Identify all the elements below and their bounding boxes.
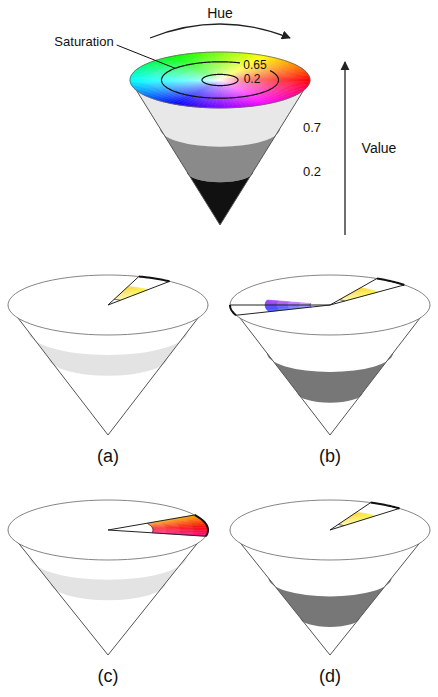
hue-wedge [299,303,310,304]
wedge-outline [108,276,170,305]
panel-label: (c) [98,666,119,687]
hue-range-rim [377,279,404,285]
hsv-cone [130,52,310,225]
panel-label: (b) [319,446,341,467]
hue-wedge [288,302,299,303]
hue-wedge [266,301,278,303]
hsv-cone [8,275,208,435]
cone-group [8,52,430,655]
hue-wedge [265,302,277,303]
value-tick: 0.7 [303,121,321,136]
hue-wedge [151,525,165,527]
hue-wedge [265,306,276,307]
hue-range-rim [371,503,400,509]
hue-wedge [288,307,299,308]
wedge-outline [108,515,206,536]
cone-top [8,500,208,560]
hsv-cone [230,275,430,435]
hsv-cone [230,500,430,655]
hue-wedge [153,528,167,529]
hue-wedge [277,307,288,308]
value-arrow [344,62,345,235]
hue-wedge [152,526,166,528]
axis-label: Saturation [54,35,113,50]
hue-wedge [265,307,277,308]
value-band [268,578,391,627]
axis-label: Value [362,140,397,156]
hue-wedge [266,308,278,310]
hue-wedge [150,524,164,526]
value-band [187,172,253,225]
hue-wedge [277,307,289,308]
panel-label: (d) [319,666,341,687]
axis-label: Hue [207,5,233,21]
value-band [28,331,188,376]
hue-wedge [277,302,288,303]
hue-wedge [277,301,289,303]
wedge-outline [230,305,330,315]
wedge-outline [330,279,404,305]
hue-wedge [152,527,166,528]
saturation-value: 0.2 [244,73,261,87]
value-band [160,128,280,182]
hue-wedge [299,303,310,304]
hsv-cone [8,500,208,655]
hue-disc [130,52,310,108]
hue-range-rim [139,276,170,281]
value-band [29,556,187,600]
value-tick: 0.2 [303,165,321,180]
saturation-rings [117,45,279,98]
hue-wedge [276,303,287,304]
hue-range-rim [230,305,236,315]
hue-wedge [276,306,287,307]
cone-top [230,500,430,560]
wedge-outline [330,503,399,530]
leader-line [117,45,176,68]
cone-top [230,275,430,335]
cone-top [8,275,208,335]
hue-arrow [150,24,290,38]
saturation-ring [202,74,238,85]
saturation-value: 0.65 [243,59,266,73]
hue-wedge [288,302,299,303]
hue-wedge [266,300,278,302]
hue-range-rim [195,515,208,536]
saturation-arc [147,523,153,533]
hue-wedge [288,306,299,307]
hue-wedge [288,305,299,307]
hue-wedge [266,307,278,308]
hue-wedge [265,303,276,304]
panel-label: (a) [97,446,119,467]
hue-wedge [277,302,289,303]
